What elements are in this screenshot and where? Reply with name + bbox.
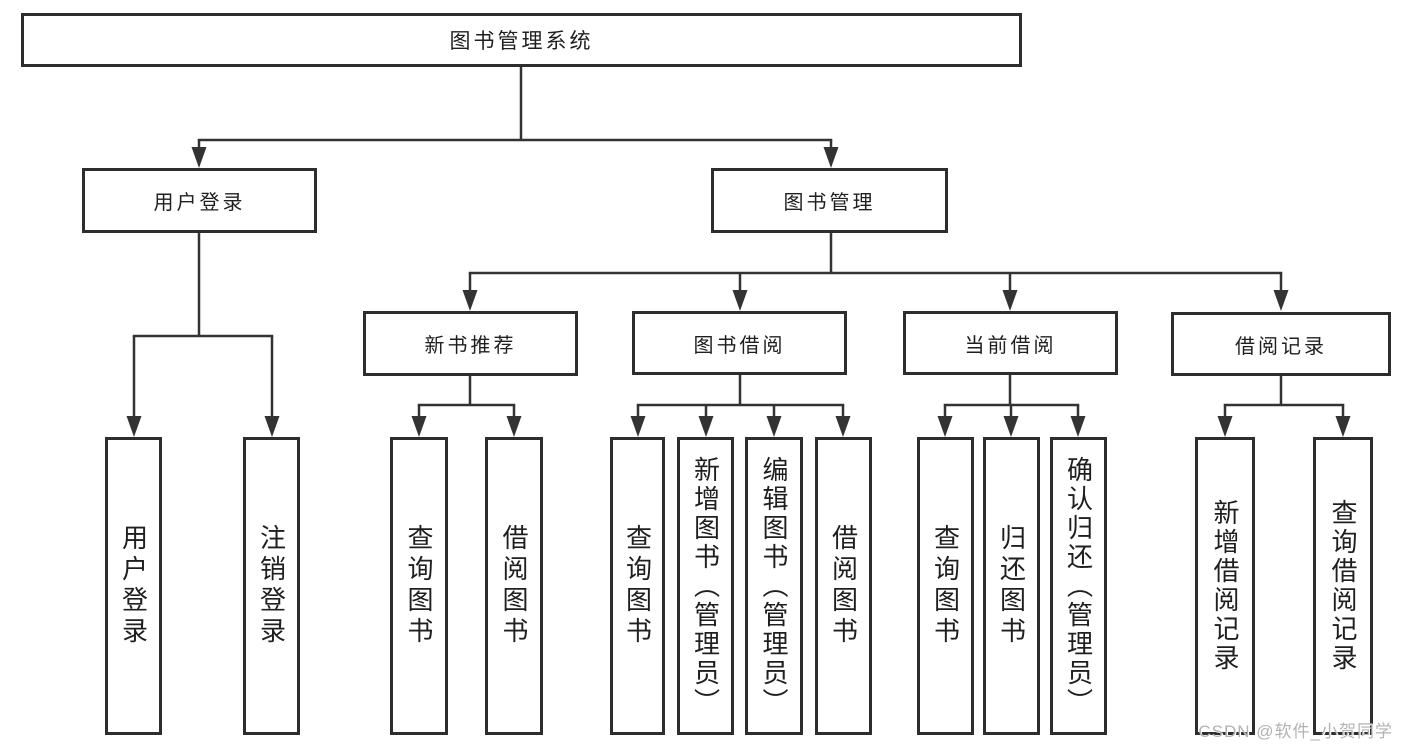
node-label: 查询图书 — [404, 524, 434, 648]
node-label: 新书推荐 — [424, 335, 517, 357]
node-label: 图书借阅 — [693, 334, 786, 357]
leaf-query-borrow-record: 查询借阅记录 — [1313, 437, 1373, 735]
node-label: 查询图书 — [622, 524, 653, 648]
node-label: 用户登录 — [118, 524, 149, 648]
node-label: 借阅记录 — [1235, 335, 1327, 358]
leaf-return-books: 归还图书 — [983, 437, 1040, 735]
node-label: 用户登录 — [153, 192, 246, 214]
node-label: 编辑图书（管理员） — [759, 455, 789, 717]
node-book-management: 图书管理 — [711, 168, 948, 233]
leaf-add-books-admin: 新增图书（管理员） — [677, 437, 734, 735]
leaf-query-books-recommend: 查询图书 — [390, 437, 448, 735]
csdn-watermark: CSDN @软件_小贺同学 — [1198, 722, 1393, 741]
node-current-borrowing: 当前借阅 — [903, 311, 1118, 375]
node-label: 当前借阅 — [964, 334, 1057, 357]
leaf-logout: 注销登录 — [243, 437, 300, 735]
node-label: 确认归还（管理员） — [1063, 455, 1094, 717]
node-label: 借阅图书 — [499, 524, 529, 648]
node-library-management-system: 图书管理系统 — [21, 13, 1022, 67]
node-label: 归还图书 — [996, 524, 1027, 648]
node-book-borrowing: 图书借阅 — [632, 311, 847, 375]
node-label: 查询图书 — [930, 524, 961, 648]
node-label: 图书管理系统 — [449, 30, 594, 53]
node-label: 查询借阅记录 — [1328, 499, 1358, 673]
node-label: 注销登录 — [256, 524, 287, 648]
node-label: 借阅图书 — [828, 524, 859, 648]
leaf-query-books-current: 查询图书 — [917, 437, 974, 735]
leaf-edit-books-admin: 编辑图书（管理员） — [745, 437, 803, 735]
leaf-borrow-books-recommend: 借阅图书 — [485, 437, 543, 735]
node-new-book-recommend: 新书推荐 — [363, 311, 578, 376]
node-label: 图书管理 — [783, 192, 876, 214]
node-label: 新增借阅记录 — [1210, 499, 1240, 673]
leaf-user-login: 用户登录 — [105, 437, 162, 735]
leaf-add-borrow-record: 新增借阅记录 — [1195, 437, 1255, 735]
node-label: 新增图书（管理员） — [690, 455, 721, 717]
leaf-query-books-borrowing: 查询图书 — [610, 437, 665, 735]
leaf-confirm-return-admin: 确认归还（管理员） — [1050, 437, 1107, 735]
leaf-borrow-books: 借阅图书 — [815, 437, 872, 735]
node-user-login: 用户登录 — [82, 168, 317, 233]
node-borrow-records: 借阅记录 — [1171, 312, 1391, 376]
